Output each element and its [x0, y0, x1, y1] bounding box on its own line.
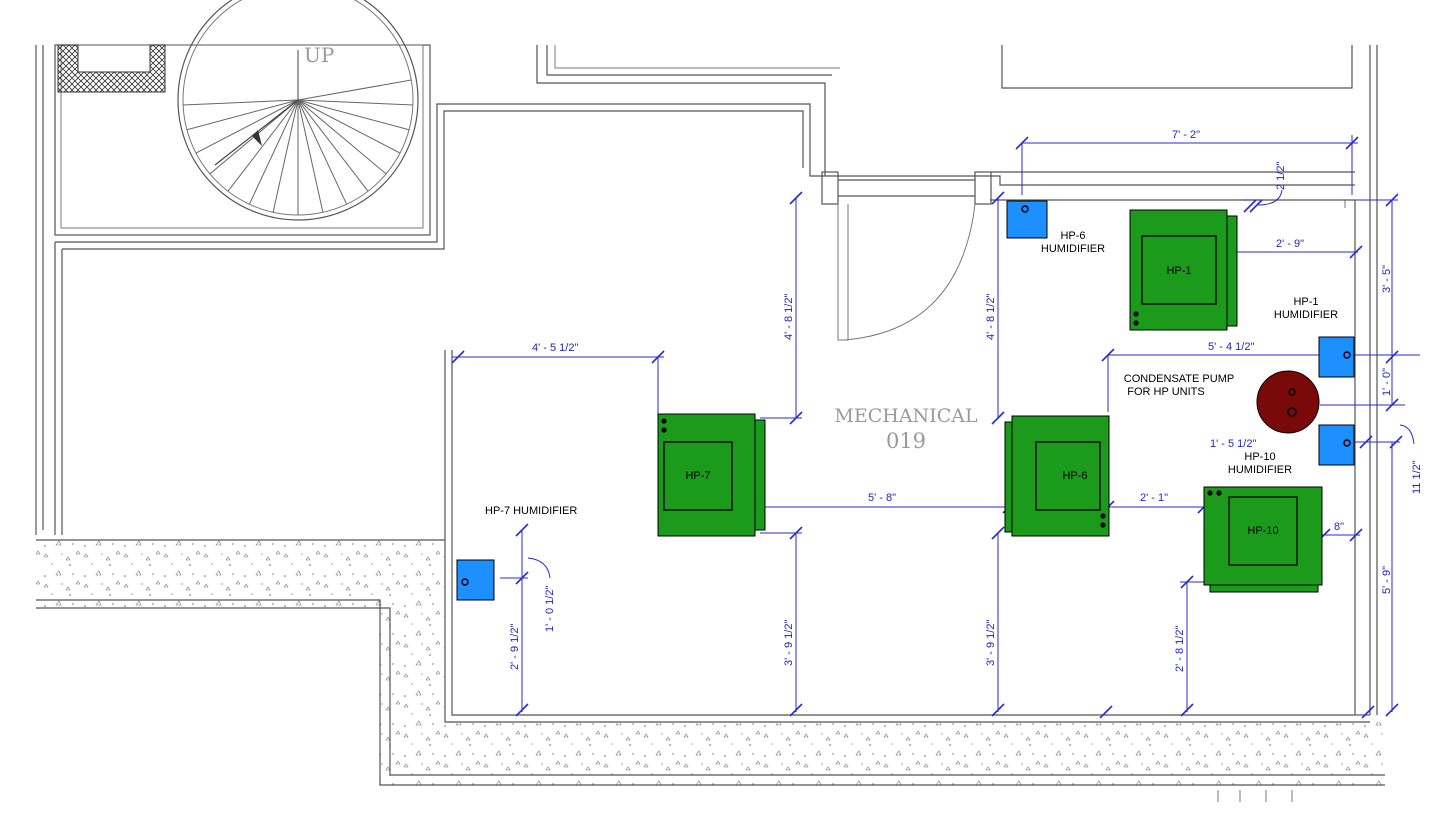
dim-5-8: 5' - 8": [868, 492, 896, 504]
hp-1-humidifier[interactable]: HP-1 HUMIDIFIER: [1274, 296, 1355, 378]
hp-10-humidifier[interactable]: HP-10 HUMIDIFIER: [1228, 424, 1355, 476]
dim-2-8-half: 2' - 8 1/2": [1174, 626, 1186, 672]
dim-3-5: 3' - 5": [1381, 265, 1393, 293]
hp-7-unit[interactable]: HP-7: [657, 413, 766, 537]
stair-tread: [297, 99, 324, 213]
dim-4-8-half-a: 4' - 8 1/2": [783, 294, 795, 340]
dim-4-5-half: 4' - 5 1/2": [532, 342, 578, 354]
hp-6-unit[interactable]: HP-6: [1004, 415, 1110, 537]
hp-10-humidifier-label-1: HP-10: [1244, 451, 1275, 463]
hp-1-humidifier-label-2: HUMIDIFIER: [1274, 309, 1338, 321]
hp-10-unit[interactable]: HP-10: [1203, 486, 1323, 593]
stair-tread: [297, 99, 401, 154]
dim-3-9-half-a: 3' - 9 1/2": [783, 620, 795, 666]
walls: [35, 44, 1385, 802]
stair-tread: [297, 99, 413, 106]
dim-4-8-half-b: 4' - 8 1/2": [985, 294, 997, 340]
stair-tread: [297, 99, 348, 205]
hp-6-label: HP-6: [1062, 470, 1087, 482]
dim-3-9-half-b: 3' - 9 1/2": [985, 620, 997, 666]
room-number: 019: [886, 429, 926, 453]
hp-7-humidifier[interactable]: HP-7 HUMIDIFIER: [456, 505, 577, 601]
hp-6-humidifier-label-1: HP-6: [1060, 230, 1085, 242]
hp-10-label: HP-10: [1247, 525, 1278, 537]
stair-tread: [186, 99, 299, 131]
dim-7-2: 7' - 2": [1172, 129, 1200, 141]
dim-5-9: 5' - 9": [1381, 566, 1393, 594]
hp-7-label: HP-7: [685, 470, 710, 482]
stair-tread: [183, 99, 299, 106]
condensate-pump[interactable]: CONDENSATE PUMP FOR HP UNITS: [1124, 370, 1320, 434]
hp-1-humidifier-label-1: HP-1: [1293, 296, 1318, 308]
hp-10-humidifier-label-2: HUMIDIFIER: [1228, 464, 1292, 476]
stair-tread: [297, 99, 387, 175]
stair-tread: [272, 99, 299, 213]
dim-2-half: 2 1/2": [1275, 162, 1287, 190]
stair-tread: [297, 79, 412, 101]
dim-2-1: 2' - 1": [1140, 492, 1168, 504]
stair-tread: [248, 99, 299, 205]
dim-2-9: 2' - 9": [1276, 238, 1304, 250]
pump-label-1: CONDENSATE PUMP: [1124, 373, 1234, 385]
stair-tread: [227, 99, 299, 192]
stair-up-label: UP: [304, 43, 334, 67]
hp-6-humidifier[interactable]: HP-6 HUMIDIFIER: [1006, 200, 1105, 255]
stair-tread: [297, 99, 410, 131]
stair-tread: [195, 99, 299, 154]
dimensions: 7' - 2" 2 1/2" 2' - 9" 3' - 5" 4' - 8 1/…: [451, 129, 1423, 719]
hp-1-unit[interactable]: HP-1: [1129, 209, 1238, 331]
hp-7-humidifier-label: HP-7 HUMIDIFIER: [485, 505, 577, 517]
dim-1-0: 1' - 0": [1381, 368, 1393, 396]
dim-2-9-half: 2' - 9 1/2": [509, 624, 521, 670]
dim-11-half: 11 1/2": [1411, 460, 1423, 494]
pump-label-2: FOR HP UNITS: [1127, 386, 1204, 398]
dim-5-4-half: 5' - 4 1/2": [1208, 341, 1254, 353]
hp-1-label: HP-1: [1166, 265, 1191, 277]
dim-1-0-half: 1' - 0 1/2": [544, 586, 556, 632]
hp-6-humidifier-label-2: HUMIDIFIER: [1041, 243, 1105, 255]
room-name: MECHANICAL: [834, 405, 978, 427]
dim-8: 8": [1334, 521, 1344, 533]
dim-1-5-half: 1' - 5 1/2": [1210, 438, 1256, 450]
stair-tread: [297, 99, 369, 192]
spiral-stair: UP: [177, 0, 419, 221]
